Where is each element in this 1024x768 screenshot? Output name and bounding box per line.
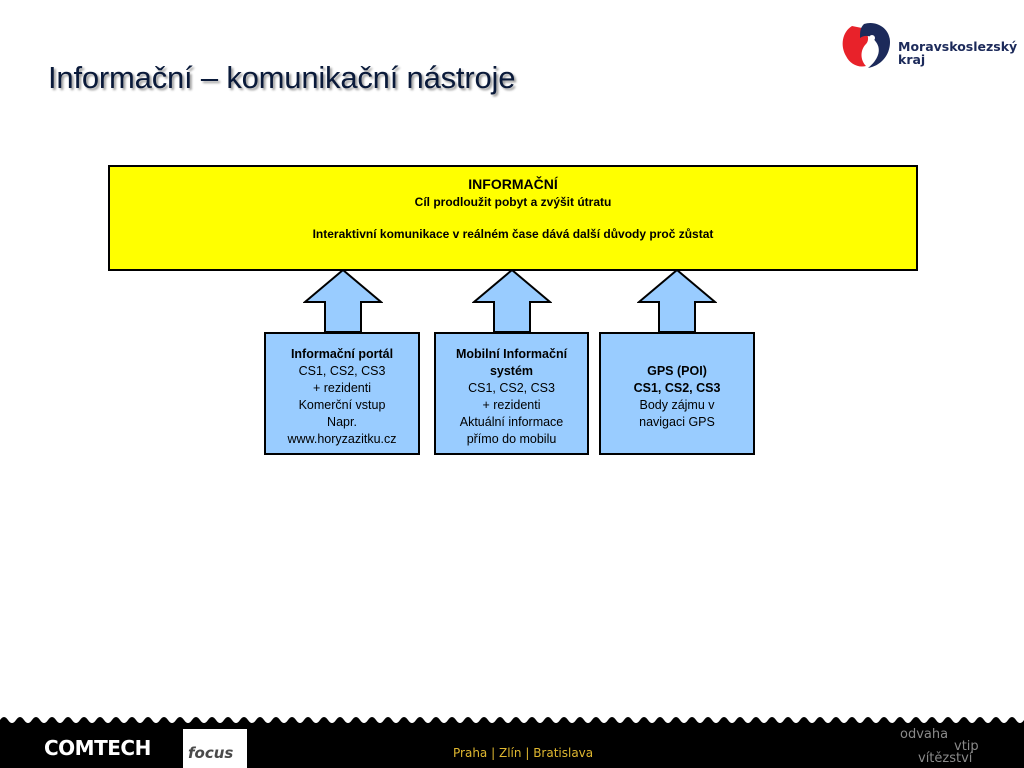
- box-line: + rezidenti: [312, 381, 372, 395]
- comtech-logo: COMTECH: [44, 736, 151, 760]
- focus-logo: focus: [188, 744, 234, 762]
- gps-poi-box: GPS (POI) CS1, CS2, CS3 Body zájmu v nav…: [599, 332, 755, 455]
- footer-cities: Praha | Zlín | Bratislava: [453, 746, 593, 760]
- box-line: systém: [489, 364, 534, 378]
- informacni-box: INFORMAČNÍ Cíl prodloužit pobyt a zvýšit…: [108, 165, 918, 271]
- box-line: Body zájmu v: [639, 398, 715, 412]
- moravskoslezsky-kraj-logo: [842, 22, 890, 68]
- logo-blue-shape: [860, 22, 890, 68]
- box-line: GPS (POI): [647, 364, 707, 378]
- logo-text-line2: kraj: [898, 52, 926, 67]
- informacni-goal: Cíl prodloužit pobyt a zvýšit útratu: [414, 195, 612, 209]
- box-line: www.horyzazitku.cz: [287, 432, 397, 446]
- city-separator: |: [491, 746, 496, 760]
- city-separator: |: [525, 746, 530, 760]
- footer-bar: [0, 717, 1024, 768]
- logo-dot: [869, 35, 875, 41]
- informacni-portal-box: Informační portál CS1, CS2, CS3 + rezide…: [264, 332, 420, 455]
- up-arrow-3: [637, 269, 717, 333]
- logo-text: Moravskoslezský kraj: [898, 40, 1017, 66]
- logo-text-line1: Moravskoslezský: [898, 39, 1018, 54]
- box-line: navigaci GPS: [639, 415, 715, 429]
- mobilni-informacni-system-box: Mobilní Informační systém CS1, CS2, CS3 …: [434, 332, 589, 455]
- box-line: Mobilní Informační: [455, 347, 568, 361]
- focus-logo-background: [183, 729, 247, 768]
- slogan-vtip: vtip: [954, 739, 979, 754]
- up-arrow-1: [303, 269, 383, 333]
- box-line: CS1, CS2, CS3: [298, 364, 386, 378]
- box-line: Aktuální informace: [459, 415, 564, 429]
- box-line: Informační portál: [290, 347, 394, 361]
- informacni-heading: INFORMAČNÍ: [468, 176, 558, 192]
- up-arrow-2: [472, 269, 552, 333]
- box-line: + rezidenti: [482, 398, 541, 412]
- slogan-vitezstvi: vítězství: [918, 751, 973, 766]
- box-line: CS1, CS2, CS3: [468, 381, 555, 395]
- city-bratislava: Bratislava: [533, 746, 594, 760]
- box-line: Komerční vstup: [298, 398, 386, 412]
- box-line: CS1, CS2, CS3: [633, 381, 721, 395]
- slogan-odvaha: odvaha: [900, 727, 949, 742]
- informacni-description: Interaktivní komunikace v reálném čase d…: [312, 227, 714, 241]
- slide-title: Informační – komunikační nástroje: [48, 60, 516, 95]
- city-praha: Praha: [453, 746, 488, 760]
- box-line: Napr.: [327, 415, 357, 429]
- city-zlin: Zlín: [498, 746, 522, 760]
- box-line: přímo do mobilu: [466, 432, 557, 446]
